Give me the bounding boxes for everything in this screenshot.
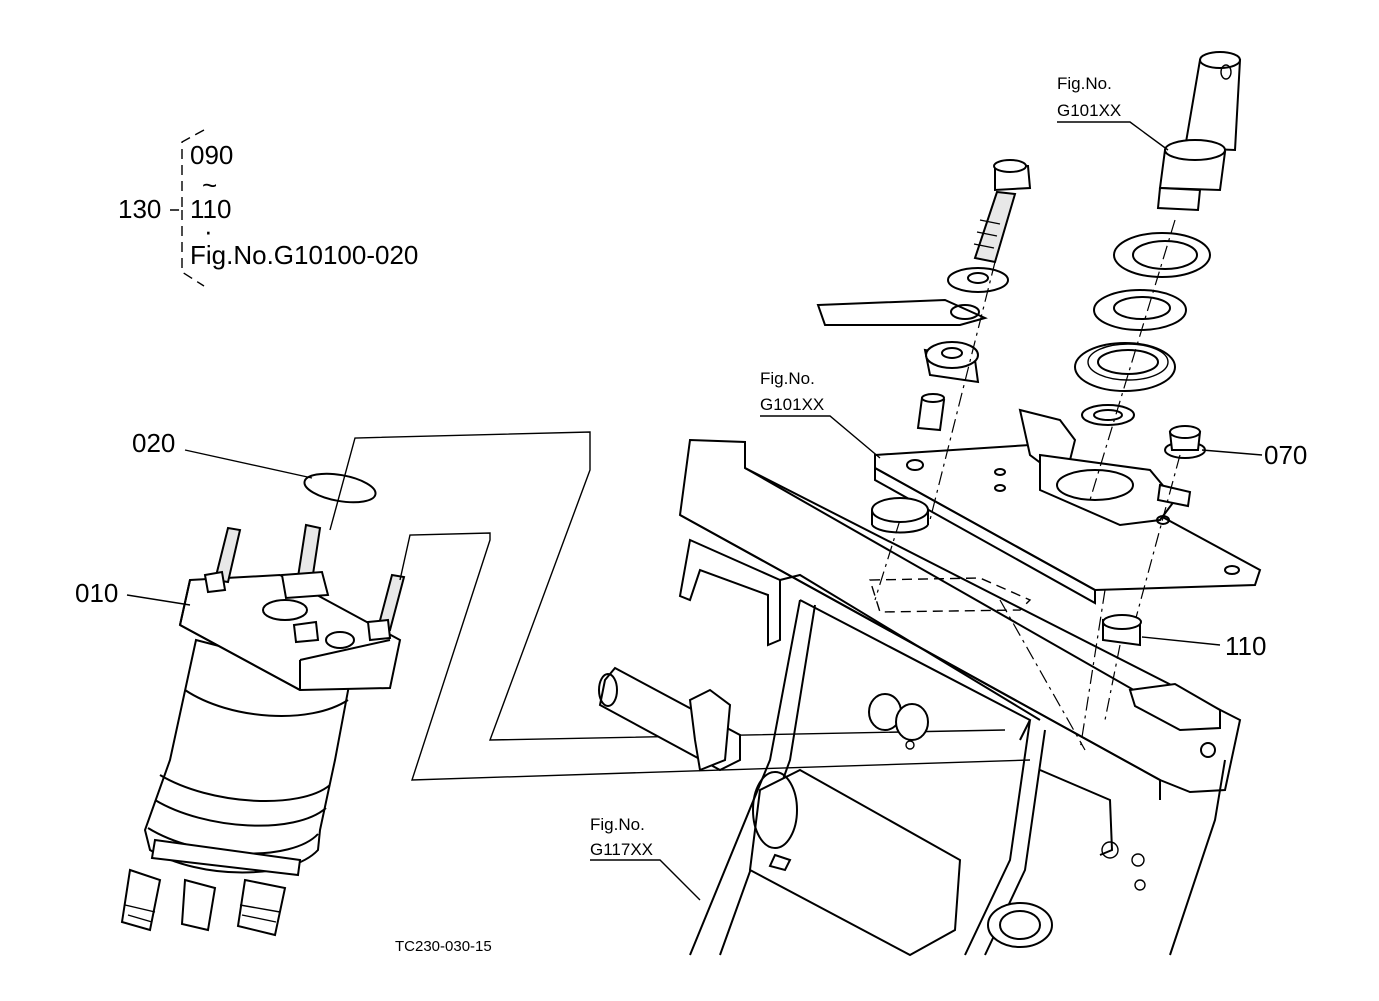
bolt-stack <box>816 159 1032 534</box>
leader-lines <box>126 121 1263 901</box>
motor-assembly <box>120 523 406 937</box>
fig-ref-middle-line1: Fig.No. <box>760 369 815 388</box>
fig-ref-bottom-line2: G117XX <box>590 840 653 859</box>
fig-ref-bottom-line1: Fig.No. <box>590 815 645 834</box>
fig-ref-middle: Fig.No. G101XX <box>760 369 824 414</box>
fig-ref-top: Fig.No. G101XX <box>1057 74 1121 120</box>
fig-ref-bottom: Fig.No. G117XX <box>590 815 653 859</box>
fig-ref-top-line2: G101XX <box>1057 101 1121 120</box>
drawing-code: TC230-030-15 <box>395 938 492 955</box>
connection-lines <box>329 431 1031 781</box>
part-label-110: 110 <box>1225 631 1266 661</box>
part-label-070: 070 <box>1264 440 1307 470</box>
fig-ref-middle-line2: G101XX <box>760 395 824 414</box>
assembly-group: 130 090 ~ 110 · Fig.No.G10100-020 <box>118 129 418 287</box>
assembly-range-end: 110 <box>190 194 231 224</box>
assembly-range-separator: ~ <box>202 170 217 200</box>
part-label-020: 020 <box>132 428 175 458</box>
assembly-range-start: 090 <box>190 140 233 170</box>
part-labels: 010 020 070 110 <box>75 428 1307 661</box>
part-label-010: 010 <box>75 578 118 608</box>
shaft-stack <box>1074 51 1242 501</box>
o-ring <box>303 472 377 504</box>
assembly-bullet: · <box>204 216 213 246</box>
assembly-parent-label: 130 <box>118 194 161 224</box>
fig-ref-top-line1: Fig.No. <box>1057 74 1112 93</box>
bushing <box>1102 614 1142 721</box>
small-bolt <box>1129 425 1206 641</box>
main-frame <box>598 438 1242 957</box>
assembly-reference: Fig.No.G10100-020 <box>190 240 418 270</box>
